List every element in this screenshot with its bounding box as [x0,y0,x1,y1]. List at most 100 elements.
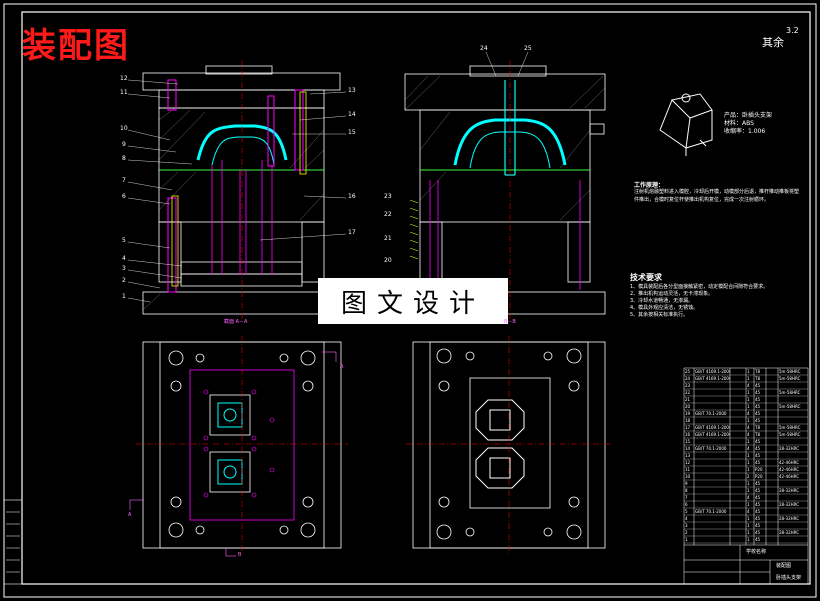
bom-grid [683,367,809,585]
part-info-material: 材料：ABS [724,120,754,127]
tech-req-5: 5、其余按相关标准执行。 [630,312,689,318]
bom-cell: 45 [755,397,761,402]
bom-cell: GB/T 70.1-2000 [695,446,727,451]
bom-row-lines [684,374,808,544]
bom-row: 7 4 45 [684,494,808,501]
bom-cell: 1 [747,488,750,493]
bom-cell: 5m-58HRC [779,432,801,437]
plan-centerlines-left [136,336,348,556]
bom-cell: 45 [755,488,761,493]
bom-cell: GB/T 4169.1-2006 [695,425,730,430]
callout-12: 12 [120,75,128,82]
bom-cell: 45 [755,383,761,388]
callout-23: 23 [384,193,392,200]
callout-20: 20 [384,257,392,264]
bom-cell: GB/T 4169.1-2006 [695,376,730,381]
tech-req-title: 技术要求 [630,273,662,282]
bom-cell: 28-32HRC [779,530,800,535]
bom-cell: T8 [755,369,760,374]
section-label-bb: B－B [504,319,516,325]
callout-11: 11 [120,89,128,96]
section-letter-a-top: A [340,364,344,370]
tech-req-list: 1、模具装配后各分型面接触紧密，动定模配合间隙符合要求。 2、推出机构运动灵活，… [630,284,810,319]
callout-15: 15 [348,129,356,136]
bom-cell: 5m-58HRC [779,425,801,430]
bom-cell: GB/T 70.1-2000 [695,509,727,514]
bom-cell: 3 [685,523,688,528]
bom-cell: 1 [747,530,750,535]
leader-lines-left [127,79,193,303]
bom-cell: T8 [755,425,760,430]
callout-9: 9 [122,141,126,148]
bom-cell: 5m-58HRC [779,404,801,409]
part-info-shrink: 收缩率：1.006 [724,128,766,135]
callout-17: 17 [348,229,356,236]
bom-cell: 19 [685,411,691,416]
bom-cell: 1 [685,537,688,542]
callout-7: 7 [122,177,126,184]
side-strip-marks [6,511,20,573]
bom-cell: 17 [685,425,691,430]
bom-cell: 16 [685,432,691,437]
callout-10: 10 [120,125,128,132]
section-letter-b: B [238,552,242,558]
roughness-note: 其余 3.2 [762,26,799,50]
bom-cell: 45 [755,509,761,514]
plan-holes-right [436,348,582,540]
bom-cell: 8 [685,488,688,493]
bom-cell: 45 [755,530,761,535]
callout-22: 22 [384,211,392,218]
bom-cell: 4 [747,446,750,451]
roughness-value: 3.2 [786,26,799,35]
bom-cell: 42-46HRC [779,474,800,479]
callout-24: 24 [480,45,488,52]
bom-cell: 9 [685,481,688,486]
bom-cell: 12 [685,460,691,465]
bom-cell: P20 [755,467,763,472]
drawing-frame [21,11,811,585]
section-cut-lines [129,351,337,557]
part-isometric [659,93,713,156]
bom-cell: 4 [747,495,750,500]
bom-cell: 45 [755,411,761,416]
side-strip [3,499,23,585]
bom-row: 12 1 45 42-46HRC [684,459,808,466]
bom-cell: 45 [755,502,761,507]
work-principle-title: 工作原理： [634,182,665,189]
bom-cell: 4 [747,432,750,437]
callout-21: 21 [384,235,392,242]
bom-cell: 1 [747,481,750,486]
callout-3: 3 [122,265,126,272]
bom-cell: 42-46HRC [779,460,800,465]
bom-cell: 45 [755,495,761,500]
bom-cell: 1 [747,376,750,381]
bom-cell: 4 [747,509,750,514]
bom-cell: 45 [755,460,761,465]
bom-cell: 45 [755,481,761,486]
bom-cell: T8 [755,376,760,381]
bom-cell: 42-46HRC [779,467,800,472]
bom-cell: 6 [685,502,688,507]
section-label-aa: 截面 A－A [224,319,248,325]
bom-cell: 28-32HRC [779,502,800,507]
bom-cell: 1 [747,397,750,402]
ejector-pins-a [211,160,273,275]
bom-cell: 28-32HRC [779,516,800,521]
bom-cell: 7 [685,495,688,500]
bom-cell: GB/T 4169.1-2006 [695,432,730,437]
bom-cell: 5m-58HRC [779,390,801,395]
bom-cell: 1 [747,467,750,472]
bom-cell: 11 [685,467,691,472]
bom-cell: 45 [755,516,761,521]
bom-cell: 1 [747,460,750,465]
